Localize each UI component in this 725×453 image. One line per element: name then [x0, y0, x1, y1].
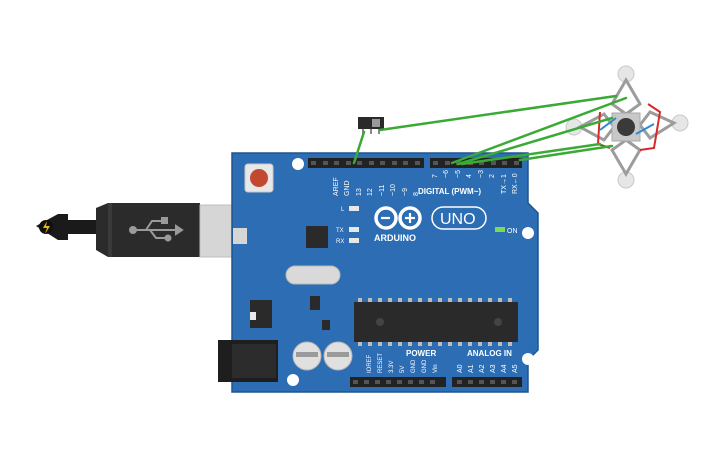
pin-label: 4 [466, 174, 473, 178]
pin-label: 5V [400, 366, 406, 373]
pin-label: 13 [356, 188, 363, 196]
slide-switch-knob[interactable] [372, 119, 380, 127]
wire-pin-to-button[interactable] [450, 96, 628, 165]
wire-switch-to-gnd[interactable] [352, 130, 366, 165]
led-tx [349, 227, 359, 232]
pushbutton-cap[interactable] [617, 118, 635, 136]
wire-switch-to-button[interactable] [378, 94, 618, 132]
pin-label: ~10 [390, 184, 397, 196]
pin-label: Vin [433, 364, 439, 373]
mounting-hole [287, 374, 299, 386]
power-pin-labels: IOREF RESET 3.3V 5V GND GND Vin [367, 353, 439, 373]
pin-label: IOREF [367, 354, 373, 373]
pin-label: 12 [367, 188, 374, 196]
pin-label: ~11 [379, 185, 386, 196]
digital-header-label: DIGITAL (PWM~) [418, 187, 481, 196]
pin-label: GND [411, 359, 417, 373]
wire-pin-to-button-4[interactable] [518, 144, 614, 162]
voltage-regulator [250, 300, 272, 328]
pin-label: ~3 [478, 170, 485, 178]
pin-label: RX←0 [512, 173, 519, 194]
pin-label: 7 [432, 174, 439, 178]
wires-green[interactable] [352, 94, 628, 166]
pin-label: A0 [457, 364, 464, 373]
pin-label: A4 [501, 364, 508, 373]
usb-chip [306, 226, 328, 248]
arduino-uno-board[interactable]: AREF GND 13 12 ~11 ~10 ~9 8 7 ~6 ~5 4 ~3… [218, 152, 539, 393]
wire-blue[interactable] [599, 117, 655, 135]
pin-label: 8 [413, 192, 420, 196]
led-rx [349, 238, 359, 243]
led-l [349, 206, 359, 211]
led-on [495, 227, 505, 232]
pin-label: GND [344, 180, 351, 196]
led-l-label: L [341, 207, 345, 213]
pin-label: TX→1 [501, 174, 508, 194]
power-label: POWER [406, 349, 436, 358]
crystal [285, 265, 341, 285]
digital-pin-labels: AREF GND 13 12 ~11 ~10 ~9 8 7 ~6 ~5 4 ~3… [333, 170, 519, 196]
pin-label: A5 [512, 364, 519, 373]
reset-button[interactable] [250, 169, 268, 187]
pin-label: 3.3V [389, 361, 395, 373]
slide-switch-body [358, 117, 384, 129]
pin-label: AREF [333, 177, 340, 196]
led-on-label: ON [507, 228, 518, 235]
pin-label: 2 [489, 174, 496, 178]
led-tx-label: TX [336, 228, 344, 234]
pin-label: ~6 [443, 170, 450, 178]
digital-header-left[interactable] [308, 158, 424, 168]
slide-switch[interactable] [358, 117, 384, 134]
mounting-hole [292, 158, 304, 170]
analog-label: ANALOG IN [467, 349, 512, 358]
model-badge [431, 206, 487, 230]
usb-cable-wire [66, 220, 100, 234]
model-label: UNO [440, 211, 476, 228]
pin-label: ~9 [402, 188, 409, 196]
wire-pin-to-button-2[interactable] [456, 116, 614, 166]
usb-icon [129, 217, 184, 242]
usb-cable[interactable] [36, 203, 246, 258]
pin-label: RESET [378, 353, 384, 373]
pin-label: A3 [490, 364, 497, 373]
led-rx-label: RX [336, 239, 344, 245]
pin-label: A1 [468, 364, 475, 373]
analog-pin-labels: A0 A1 A2 A3 A4 A5 [457, 364, 519, 373]
pin-label: GND [422, 359, 428, 373]
mounting-hole [522, 353, 534, 365]
pin-label: A2 [479, 364, 486, 373]
bolt-glyph [43, 221, 50, 234]
wire-pin-to-button-3[interactable] [460, 142, 602, 166]
brand-label: ARDUINO [374, 233, 416, 243]
mounting-hole [522, 227, 534, 239]
pin-label: ~5 [455, 170, 462, 178]
analog-header[interactable] [452, 377, 522, 387]
arduino-infinity-logo-icon [374, 206, 422, 230]
